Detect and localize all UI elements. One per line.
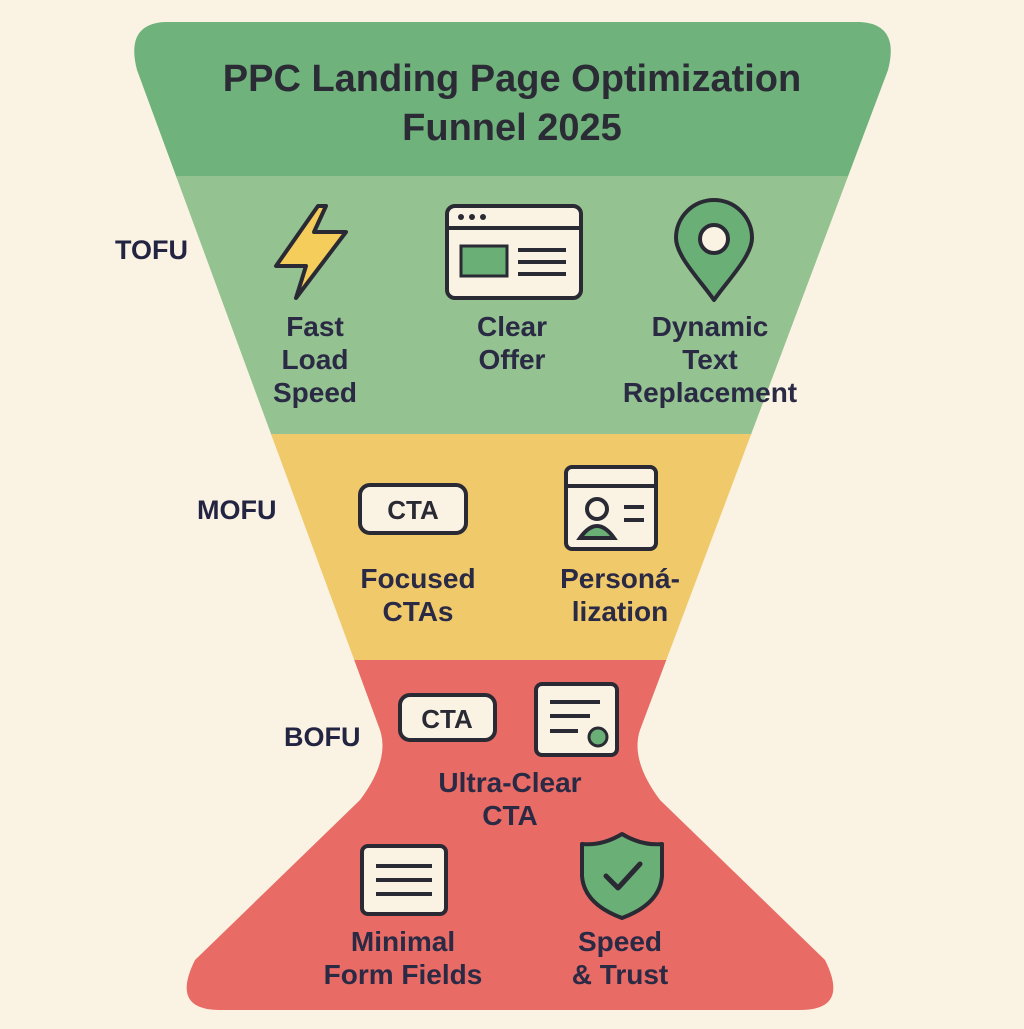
label-fast-load-speed: Fast Load Speed [272, 311, 358, 409]
label-minimal-form-fields: Minimal Form Fields [323, 926, 483, 991]
location-pin-icon [674, 198, 754, 302]
title-band [134, 22, 891, 178]
browser-window-icon [445, 204, 583, 300]
label-ultra-clear-cta: Ultra-Clear CTA [438, 767, 582, 832]
diagram-title: PPC Landing Page Optimization Funnel 202… [222, 58, 802, 150]
certificate-document-icon [534, 682, 619, 757]
mofu-band [134, 434, 891, 662]
label-clear-offer: Clear Offer [476, 311, 548, 376]
stage-label-bofu: BOFU [284, 722, 361, 752]
label-personalization: Personá- lization [560, 563, 680, 628]
label-focused-ctas: Focused CTAs [360, 563, 476, 628]
label-speed-trust: Speed & Trust [571, 926, 669, 991]
stage-label-tofu: TOFU [115, 235, 188, 265]
label-dynamic-text-replacement: Dynamic Text Replacement [622, 311, 798, 409]
stage-label-mofu: MOFU [197, 495, 277, 525]
profile-card-icon [564, 465, 658, 551]
bofu-band [134, 660, 891, 1010]
cta-icon-text: CTA [387, 495, 439, 525]
cta-button-icon: CTA [358, 483, 468, 535]
lightning-icon [274, 204, 348, 300]
shield-check-icon [580, 832, 664, 920]
form-icon [360, 844, 448, 916]
cta-icon-text: CTA [421, 704, 473, 734]
cta-button-icon: CTA [398, 693, 497, 742]
